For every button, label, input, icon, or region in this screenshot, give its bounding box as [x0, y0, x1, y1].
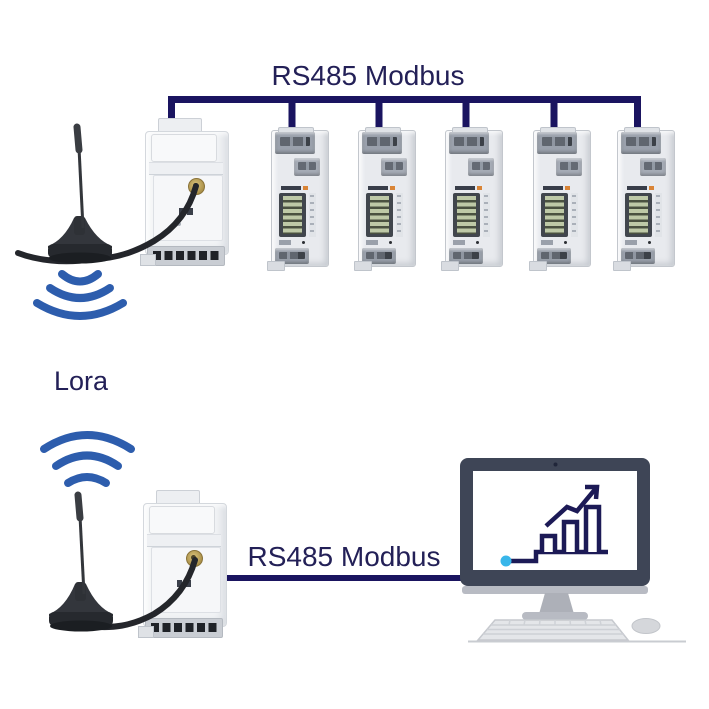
meter-din-rail-tab: [529, 261, 547, 271]
keyboard-key-ticks: [508, 619, 602, 626]
meter-mid-terminal: [556, 158, 582, 176]
signal-arc-small: [64, 473, 110, 487]
meter-bottom-terminal: [362, 248, 396, 264]
meter-lcd-display: [279, 193, 306, 237]
meter-top-terminal: [537, 132, 577, 154]
antenna-whip: [78, 515, 86, 595]
gateway-din-rail-tab: [140, 254, 156, 266]
lora-label: Lora: [54, 366, 109, 396]
gateway-top-block: [149, 506, 215, 534]
lora-antenna-bottom: [49, 491, 198, 632]
meter-top-terminal: [621, 132, 661, 154]
chart-bar-1: [539, 533, 558, 552]
meter-lcd-display: [366, 193, 393, 237]
keyboard-key-rows: [483, 624, 624, 635]
chart-trend-line: [544, 485, 599, 528]
signal-arc-small: [58, 270, 102, 286]
monitor-chin: [462, 586, 648, 594]
meter-mid-terminal: [468, 158, 494, 176]
meter-label-marks: [541, 240, 567, 245]
meter-label-marks: [453, 240, 479, 245]
monitoring-computer: [460, 458, 686, 643]
growth-chart-icon: [511, 484, 608, 564]
meter-display-side-strip: [571, 193, 578, 237]
rs485-bus-top: [168, 96, 641, 133]
chart-arrowhead: [585, 484, 600, 500]
meter-bottom-terminal: [537, 248, 571, 264]
meter-mid-terminal: [640, 158, 666, 176]
meter-lcd-display: [453, 193, 480, 237]
meter-lcd-display: [625, 193, 652, 237]
meter-brand-mark: [281, 186, 308, 190]
meter-din-rail-tab: [441, 261, 459, 271]
rs485-modbus-label-bottom: RS485 Modbus: [247, 541, 441, 572]
meter-row: [0, 0, 709, 300]
antenna-base-bottom: [49, 252, 111, 264]
meter-brand-mark: [455, 186, 482, 190]
meter-brand-mark: [627, 186, 654, 190]
meter-din-rail-tab: [354, 261, 372, 271]
meter-lcd-display: [541, 193, 568, 237]
gateway-top-block: [151, 134, 217, 162]
mouse: [631, 618, 661, 634]
antenna-cable: [15, 183, 199, 265]
meter-top-terminal: [362, 132, 402, 154]
meter-display-side-strip: [483, 193, 490, 237]
meter-display-side-strip: [396, 193, 403, 237]
chart-bar-2: [561, 519, 580, 552]
signal-arc-medium: [46, 284, 114, 302]
chart-bar-3: [583, 504, 602, 552]
gateway-din-rail-tab: [138, 626, 154, 638]
monitor-stand-neck: [539, 593, 574, 614]
signal-arc-medium: [52, 451, 122, 470]
lora-signal-uplink-icon: [40, 431, 135, 487]
meter-mid-terminal: [294, 158, 320, 176]
antenna-tip: [73, 123, 83, 154]
energy-meter-3: [438, 127, 506, 271]
antenna-tip: [74, 491, 84, 522]
chart-start-dot: [500, 555, 512, 567]
meter-brand-mark: [368, 186, 395, 190]
meter-top-terminal: [449, 132, 489, 154]
energy-meter-1: [264, 127, 332, 271]
meter-din-rail-tab: [613, 261, 631, 271]
rs485-modbus-label-top: RS485 Modbus: [271, 60, 465, 91]
meter-brand-mark: [543, 186, 570, 190]
meter-label-marks: [366, 240, 392, 245]
gateway-step-ledge: [149, 162, 223, 175]
meter-label-marks: [279, 240, 305, 245]
gateway-step-ledge: [147, 534, 221, 547]
lora-antenna-top: [15, 123, 199, 265]
meter-din-rail-tab: [267, 261, 285, 271]
lora-signal-downlink-icon: [33, 270, 127, 320]
meter-display-side-strip: [309, 193, 316, 237]
webcam-dot: [553, 462, 558, 467]
energy-meter-2: [351, 127, 419, 271]
signal-arc-large: [33, 299, 127, 320]
antenna-base-bottom: [50, 620, 112, 632]
meter-bottom-terminal: [449, 248, 483, 264]
monitor-stand-base: [522, 612, 588, 620]
signal-arc-large: [40, 431, 135, 453]
meter-mid-terminal: [381, 158, 407, 176]
meter-bottom-terminal: [275, 248, 309, 264]
energy-meter-4: [526, 127, 594, 271]
energy-meter-5: [610, 127, 678, 271]
meter-display-side-strip: [655, 193, 662, 237]
meter-top-terminal: [275, 132, 315, 154]
meter-label-marks: [625, 240, 651, 245]
meter-bottom-terminal: [621, 248, 655, 264]
antenna-whip: [77, 147, 85, 229]
